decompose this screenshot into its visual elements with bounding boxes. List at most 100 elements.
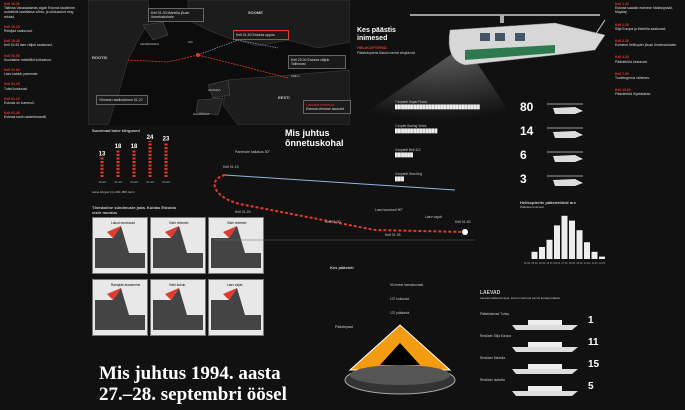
survivor-text: 137 hukkunut: [390, 297, 410, 301]
rescue-row: 7 kopterit Super Puma███████████████████…: [395, 100, 605, 122]
heli-tick: 03.00: [531, 262, 538, 265]
rescue-row: 1 kopter Boeing Vertol██████████████14: [395, 124, 605, 146]
heli-tick: 11.00: [591, 262, 598, 265]
visor-step-drawing: [153, 226, 203, 268]
ship-count: 1: [588, 315, 594, 326]
rescue-sub: HELIKOPTERID: [357, 45, 387, 50]
raft-illustration: [344, 324, 456, 395]
track-title-line1: Mis juhtus: [285, 128, 330, 138]
rescue-row: 4 kopterit Sea King███3: [395, 172, 605, 194]
right-time: Kell 1.30: [615, 22, 629, 27]
wave-value: 13: [99, 152, 106, 158]
visor-step-drawing: [95, 288, 145, 330]
legend-position: Estonia viimane asukoht: [306, 107, 344, 111]
right-time: Kell 1.22: [615, 2, 629, 6]
timeline-time: Kell 19.15: [4, 24, 20, 29]
ship-name: Reisilaev Isabella: [480, 378, 505, 382]
track-time: Kell 01.35: [385, 233, 401, 237]
ship-icon: [510, 361, 580, 380]
map-svg: [87, 0, 351, 126]
helicopter-icon: [545, 150, 585, 164]
ships-title: LAEVAD: [480, 290, 501, 296]
heli-tick: 05.00: [546, 262, 553, 265]
ship-count: 15: [588, 359, 600, 370]
timeline-text: Laev kaldub paremale.: [4, 72, 39, 77]
rescue-row-people: ██████: [395, 152, 414, 157]
map-box-sank: Kell 01.50 Estonia uppus: [233, 30, 289, 40]
heli-chart-title: Helikopterite päästetööde arv: [520, 200, 577, 205]
timeline-time: Kell 19.45: [4, 39, 20, 44]
timeline-text: Reisijad saabuvad.: [4, 29, 33, 34]
heli-chart-subtitle: Päästetud inimesi: [520, 205, 544, 209]
rescue-row-label: 3 kopterit Bell 412: [395, 148, 421, 152]
ship-name: Päästelaevad Turisa: [480, 312, 509, 316]
visor-step: Rampide avanemine: [92, 279, 148, 336]
heli-bar: [546, 239, 553, 259]
page-title: Mis juhtus 1994. aasta 27.–28. septembri…: [99, 363, 287, 405]
visor-step: Visiir rebeneb: [150, 217, 206, 274]
rescue-heading: Kes päästis inimesed: [357, 27, 396, 42]
heli-tick: 12.00: [599, 262, 606, 265]
ships-text: Laevad pääsesid appi, kuid ei suutnud to…: [480, 296, 561, 300]
ship-icon: [510, 317, 580, 336]
heli-bar: [561, 215, 568, 259]
right-time: Kell 7.00: [615, 71, 629, 76]
heli-chart: Helikopterite päästetööde arv Päästetud …: [520, 200, 610, 290]
helicopter-icon: [545, 174, 585, 188]
heli-bar: [576, 230, 583, 259]
timeline-time: Kell 01.02: [4, 68, 20, 73]
heli-tick: 02.00: [524, 262, 531, 265]
legend-route: Laevade marsruut: [306, 103, 335, 107]
wave-time: 19.00: [98, 180, 106, 184]
visor-step-label: Visiir kukub: [169, 283, 186, 287]
visor-step-label: Visiir rebeneb: [227, 221, 247, 225]
track-label-sinking: Laev vajub: [425, 215, 442, 219]
visor-step-label: Laev vajub: [227, 283, 243, 287]
heli-bar: [569, 220, 575, 259]
ship-icon: [510, 339, 580, 358]
right-text: Esimene helikopter jõuab õnnetuskohale.: [615, 43, 678, 48]
visor-step: Visiir rebeneb: [208, 217, 264, 274]
waves-caption: Laine kõrgus (m) 400–800 tonni: [92, 190, 135, 194]
map-label-finland: SOOME: [248, 10, 263, 15]
right-time: Kell 13.00: [615, 88, 631, 93]
survivor-text: 93 meest meeskonnast: [390, 283, 423, 287]
track-title: Mis juhtus õnnetuskohal: [285, 128, 344, 148]
heli-bar: [539, 247, 545, 259]
visor-step-drawing: [211, 226, 261, 268]
wave-time: 03.00: [162, 180, 170, 184]
map-label-estonia: EESTI: [278, 95, 290, 100]
wave-value: 18: [115, 144, 122, 150]
survivor-row: 93 meest meeskonnast: [390, 273, 470, 291]
rescue-row-people: ███: [395, 176, 405, 181]
visor-step-drawing: [95, 226, 145, 268]
right-text: Estonia saadab esimese hädasignaali, May…: [615, 6, 673, 15]
ship-name: Reisilaev Mariella: [480, 356, 505, 360]
heli-bar: [584, 242, 590, 259]
visor-title: Tõenäoline sündmuste jada. Kuidas Estoni…: [92, 205, 176, 215]
rescue-row-people: ██████████████: [395, 128, 438, 133]
rescue-text: Päästekopterid tõstsid merest ellujäänui…: [357, 51, 416, 55]
map-box-mariella: Kell 01.30 Mariella jõuab õnnetuskohale: [148, 8, 204, 22]
rescue-row: 3 kopterit Bell 412██████ 6: [395, 148, 605, 170]
visor-step-label: Visiir rebeneb: [169, 221, 189, 225]
right-text: Päästetööd kestavad.: [615, 59, 648, 64]
map-legend: Laevade marsruut Estonia viimane asukoht: [303, 100, 351, 114]
heli-bar: [599, 256, 605, 259]
rescue-panel: Kes päästis inimesed HELIKOPTERID Pääste…: [355, 5, 610, 205]
wave-time: 01.00: [146, 180, 154, 184]
heli-tick: 04.00: [539, 262, 546, 265]
rescue-row-count: 6: [520, 148, 527, 162]
